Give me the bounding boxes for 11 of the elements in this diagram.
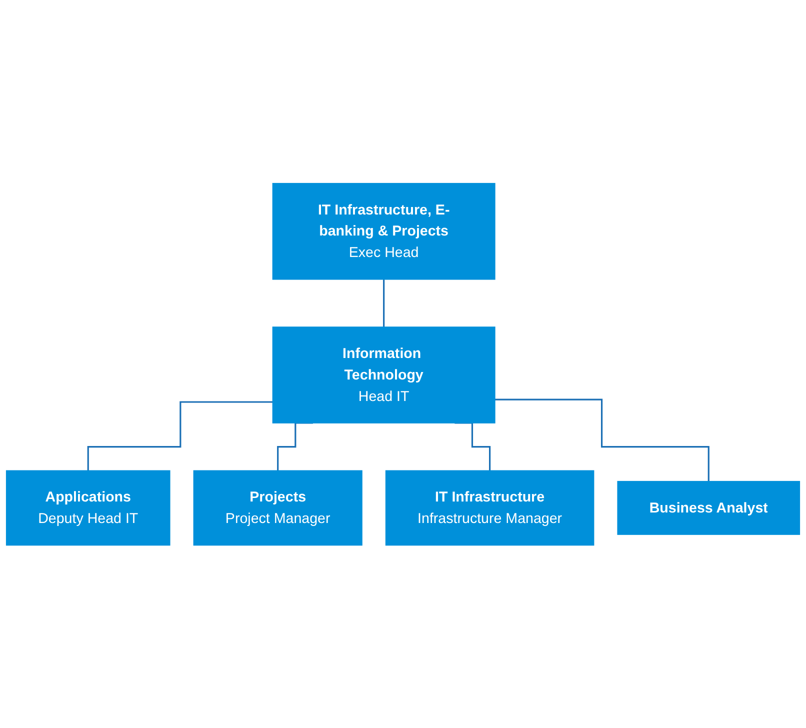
node-box: Business Analyst (617, 480, 800, 535)
connector (383, 278, 385, 328)
connector (494, 398, 710, 482)
node-box: Projects Project Manager (193, 470, 362, 546)
node-box: IT Infrastructure, E-banking & Projects Exec Head (272, 182, 496, 280)
node-box: Applications Deputy Head IT (6, 470, 170, 546)
connector (454, 422, 491, 472)
node-box: IT Infrastructure Infrastructure Manager (385, 470, 594, 546)
node-box: Information Technology Head IT (272, 326, 496, 424)
connector (87, 400, 273, 472)
connector (277, 422, 313, 472)
